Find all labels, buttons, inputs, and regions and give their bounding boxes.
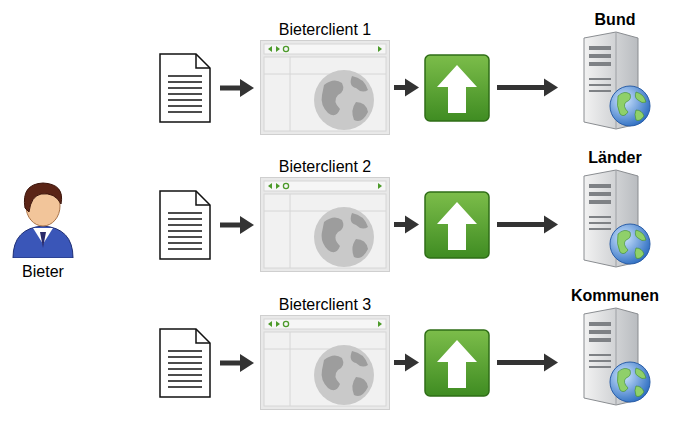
bidder-client: Bieterclient 2 bbox=[260, 157, 390, 272]
server-label: Kommunen bbox=[560, 286, 670, 306]
upload-icon bbox=[425, 330, 489, 396]
server-icon bbox=[560, 306, 670, 406]
upload-arrow bbox=[394, 216, 558, 234]
upload-arrow bbox=[394, 354, 558, 372]
client-icon bbox=[260, 315, 390, 410]
server-node: Länder bbox=[560, 148, 670, 268]
document-icon bbox=[160, 329, 210, 397]
bidder-client: Bieterclient 3 bbox=[260, 295, 390, 410]
bidder-client: Bieterclient 1 bbox=[260, 20, 390, 135]
node-label: Bieterclient 2 bbox=[260, 157, 390, 177]
client-icon bbox=[260, 40, 390, 135]
server-icon bbox=[560, 168, 670, 268]
node-label: Bieter bbox=[2, 262, 84, 282]
server-label: Länder bbox=[560, 148, 670, 168]
server-node: Kommunen bbox=[560, 286, 670, 406]
upload-icon bbox=[425, 192, 489, 258]
upload-arrow bbox=[394, 79, 558, 97]
flow-arrow bbox=[220, 354, 254, 372]
flow-arrow bbox=[220, 216, 254, 234]
server-label: Bund bbox=[560, 10, 670, 30]
node-label: Bieterclient 3 bbox=[260, 295, 390, 315]
document-icon bbox=[160, 54, 210, 122]
server-icon bbox=[560, 30, 670, 130]
document-icon bbox=[160, 191, 210, 259]
bidder-actor: Bieter bbox=[2, 178, 84, 282]
client-icon bbox=[260, 177, 390, 272]
node-label: Bieterclient 1 bbox=[260, 20, 390, 40]
server-node: Bund bbox=[560, 10, 670, 130]
upload-icon bbox=[425, 55, 489, 121]
person-icon bbox=[2, 178, 84, 258]
flow-arrow bbox=[220, 79, 254, 97]
